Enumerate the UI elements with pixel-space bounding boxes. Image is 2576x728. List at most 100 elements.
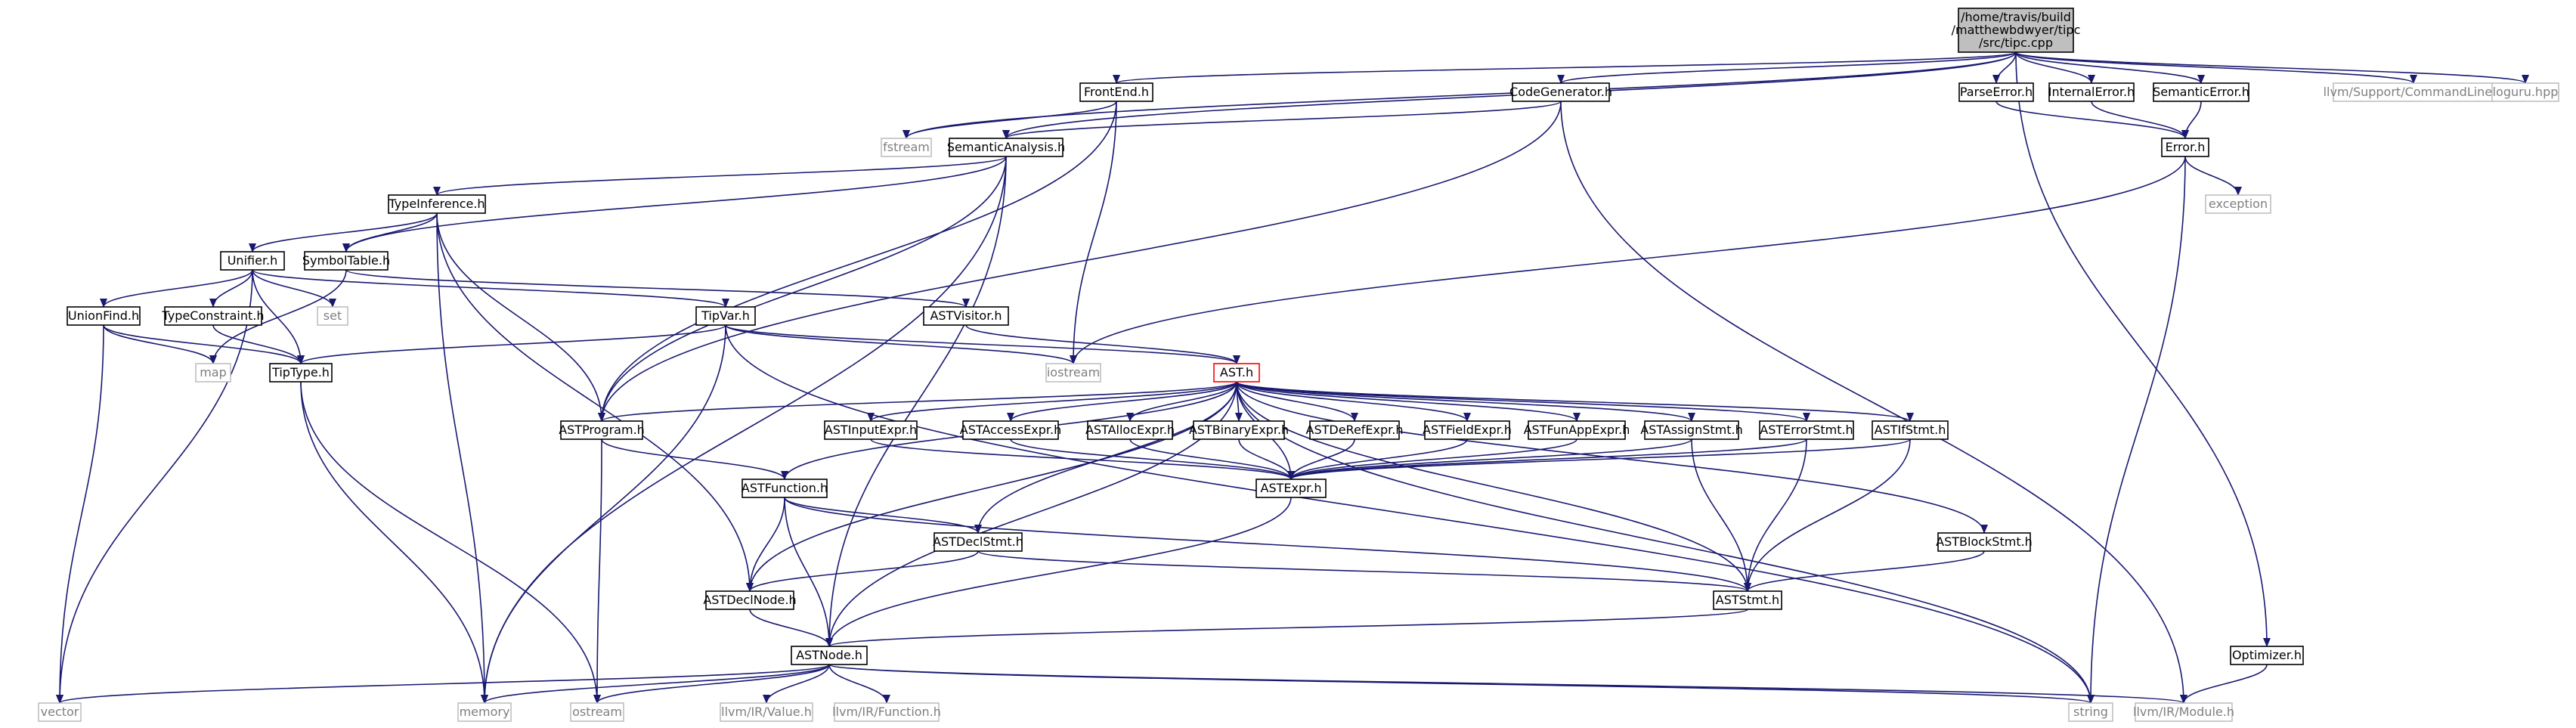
node-map: map xyxy=(195,363,231,383)
edge-tiptype-to-memory xyxy=(300,381,488,704)
node-astfunapp[interactable]: ASTFunAppExpr.h xyxy=(1524,420,1630,440)
node-label-llvmmodule: llvm/IR/Module.h xyxy=(2133,705,2234,719)
edge-ast-to-astfunapp xyxy=(1236,381,1581,422)
node-typeconstraint[interactable]: TypeConstraint.h xyxy=(162,306,265,326)
node-label-astdeclnode: ASTDeclNode.h xyxy=(703,593,796,607)
node-parseerror[interactable]: ParseError.h xyxy=(1958,82,2034,102)
node-box-astassign xyxy=(1644,420,1739,440)
edge-astfunapp-to-astexpr xyxy=(1287,438,1577,480)
node-astdeclnode[interactable]: ASTDeclNode.h xyxy=(703,590,797,610)
edge-astnode-to-memory xyxy=(481,664,830,704)
node-box-semanal xyxy=(949,138,1064,157)
node-astdeclstmt[interactable]: ASTDeclStmt.h xyxy=(933,532,1023,552)
node-astnode[interactable]: ASTNode.h xyxy=(791,646,868,665)
node-label-asterror: ASTErrorStmt.h xyxy=(1760,423,1853,437)
node-box-ast xyxy=(1213,363,1260,383)
node-ast[interactable]: AST.h xyxy=(1213,363,1260,383)
node-set: set xyxy=(317,306,348,326)
node-label-astassign: ASTAssignStmt.h xyxy=(1640,423,1743,437)
edge-astassign-to-astexpr xyxy=(1287,438,1692,480)
node-typeinf[interactable]: TypeInference.h xyxy=(388,194,486,214)
node-symtab[interactable]: SymbolTable.h xyxy=(302,251,390,271)
node-label-llvmfunction: llvm/IR/Function.h xyxy=(832,705,941,719)
node-label-map: map xyxy=(200,365,227,379)
node-astassign[interactable]: ASTAssignStmt.h xyxy=(1640,420,1743,440)
node-label-frontend: FrontEnd.h xyxy=(1084,85,1149,99)
node-label-ast: AST.h xyxy=(1220,365,1253,379)
node-semanal[interactable]: SemanticAnalysis.h xyxy=(947,138,1065,157)
node-label-astfunapp: ASTFunAppExpr.h xyxy=(1524,423,1630,437)
edge-unifier-to-unionfind xyxy=(100,269,253,308)
node-label-astprogram: ASTProgram.h xyxy=(559,423,645,437)
node-label-fstream: fstream xyxy=(883,140,930,154)
node-tipvar[interactable]: TipVar.h xyxy=(695,306,756,326)
node-vector: vector xyxy=(38,702,82,722)
node-label-astbinary: ASTBinaryExpr.h xyxy=(1189,423,1289,437)
edge-typeinf-to-astdeclnode xyxy=(436,212,754,592)
node-unifier[interactable]: Unifier.h xyxy=(220,251,285,271)
node-astaccess[interactable]: ASTAccessExpr.h xyxy=(960,420,1061,440)
node-label-aststmt: ASTStmt.h xyxy=(1716,593,1779,607)
edge-symtab-to-map xyxy=(209,269,347,364)
node-astexpr[interactable]: ASTExpr.h xyxy=(1255,479,1327,498)
node-box-memory xyxy=(457,702,512,722)
edge-astdeclstmt-to-aststmt xyxy=(977,550,1751,592)
edge-astprogram-to-ostream xyxy=(593,438,602,704)
node-astbinary[interactable]: ASTBinaryExpr.h xyxy=(1189,420,1289,440)
node-frontend[interactable]: FrontEnd.h xyxy=(1079,82,1153,102)
node-unionfind[interactable]: UnionFind.h xyxy=(67,306,141,326)
edge-ast-to-astif xyxy=(1236,381,1914,422)
node-astalloc[interactable]: ASTAllocExpr.h xyxy=(1085,420,1175,440)
node-box-frontend xyxy=(1079,82,1153,102)
node-box-tipvar xyxy=(695,306,756,326)
node-astderef[interactable]: ASTDeRefExpr.h xyxy=(1306,420,1404,440)
node-box-semanticerror xyxy=(2153,82,2249,102)
node-error[interactable]: Error.h xyxy=(2161,138,2209,157)
edge-optimizer-to-llvmmodule xyxy=(2180,664,2268,704)
node-semanticerror[interactable]: SemanticError.h xyxy=(2153,82,2249,102)
node-box-llvmmodule xyxy=(2135,702,2233,722)
edge-ast-to-string xyxy=(1236,381,2095,704)
node-tipc[interactable]: /home/travis/build/matthewbdwyer/tipc/sr… xyxy=(1952,8,2081,53)
node-exception: exception xyxy=(2205,194,2271,214)
node-astif[interactable]: ASTIfStmt.h xyxy=(1872,420,1949,440)
node-label-tipc: /src/tipc.cpp xyxy=(1979,36,2053,50)
node-box-typeinf xyxy=(388,194,486,214)
node-box-vector xyxy=(38,702,82,722)
node-astvisitor[interactable]: ASTVisitor.h xyxy=(923,306,1009,326)
node-astinput[interactable]: ASTInputExpr.h xyxy=(824,420,918,440)
edge-typeconstraint-to-tiptype xyxy=(212,324,305,364)
edge-aststmt-to-astnode xyxy=(825,609,1748,647)
edge-ast-to-asterror xyxy=(1236,381,1810,422)
edge-ast-to-astdeclnode xyxy=(746,381,1237,592)
node-label-unionfind: UnionFind.h xyxy=(68,308,139,323)
node-label-codegen: CodeGenerator.h xyxy=(1509,85,1612,99)
edge-unionfind-to-tiptype xyxy=(103,324,305,364)
node-internalerror[interactable]: InternalError.h xyxy=(2048,82,2135,102)
edge-astdeclnode-to-astnode xyxy=(749,609,833,647)
node-loguru: loguru.hpp xyxy=(2491,82,2559,102)
edge-astnode-to-vector xyxy=(56,664,830,704)
node-optimizer[interactable]: Optimizer.h xyxy=(2230,646,2304,665)
node-label-llvmvalue: llvm/IR/Value.h xyxy=(721,705,812,719)
node-codegen[interactable]: CodeGenerator.h xyxy=(1509,82,1612,102)
node-aststmt[interactable]: ASTStmt.h xyxy=(1713,590,1782,610)
node-astprogram[interactable]: ASTProgram.h xyxy=(559,420,645,440)
node-label-symtab: SymbolTable.h xyxy=(302,253,390,268)
node-label-astalloc: ASTAllocExpr.h xyxy=(1085,423,1175,437)
node-tiptype[interactable]: TipType.h xyxy=(269,363,333,383)
node-label-error: Error.h xyxy=(2166,140,2206,154)
edge-astaccess-to-astexpr xyxy=(1010,438,1295,480)
node-label-tiptype: TipType.h xyxy=(271,365,330,379)
edge-frontend-to-iostream xyxy=(1070,101,1117,364)
node-astfunction[interactable]: ASTFunction.h xyxy=(742,479,828,498)
node-astblock[interactable]: ASTBlockStmt.h xyxy=(1936,532,2033,552)
node-label-unifier: Unifier.h xyxy=(228,253,278,268)
node-label-astif: ASTIfStmt.h xyxy=(1875,423,1946,437)
node-box-astdeclnode xyxy=(705,590,794,610)
node-asterror[interactable]: ASTErrorStmt.h xyxy=(1759,420,1854,440)
edge-tipc-to-llvmcmd xyxy=(2015,51,2417,84)
node-box-astif xyxy=(1872,420,1949,440)
node-astfield[interactable]: ASTFieldExpr.h xyxy=(1423,420,1512,440)
edge-ast-to-astalloc xyxy=(1126,381,1237,422)
